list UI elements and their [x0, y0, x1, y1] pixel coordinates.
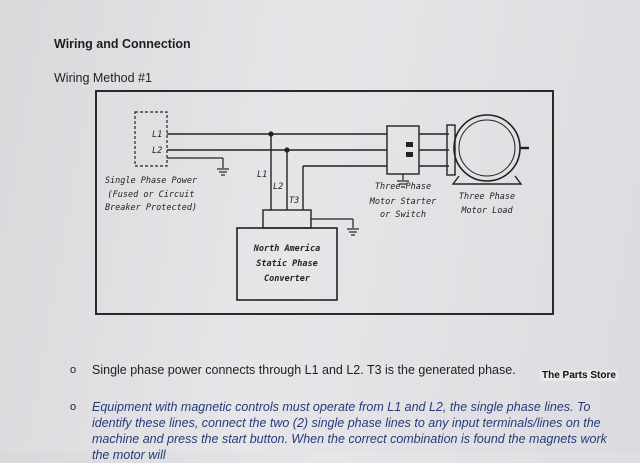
motor-label-line-1: Three Phase: [459, 192, 515, 202]
section-subheading: Wiring Method #1: [54, 71, 152, 85]
motor-terminal-box: [446, 124, 456, 176]
power-l2-label: L2: [152, 146, 162, 156]
bullet-marker: o: [70, 401, 77, 413]
converter-terminal-block: [262, 209, 312, 229]
bullet-text-1: Single phase power connects through L1 a…: [92, 363, 516, 377]
conv-t3-label: T3: [289, 196, 299, 206]
bullet-marker: o: [70, 364, 77, 376]
ground-symbol-starter: [397, 180, 409, 188]
starter-contact-2: [406, 152, 413, 157]
ground-symbol-converter: [347, 228, 359, 236]
wiring-diagram-svg: L1 L2 L1 L2 T3 Single Phase Power (Fused…: [105, 111, 529, 301]
motor-base: [451, 175, 523, 185]
starter-label-line-1: Three Phase: [375, 182, 431, 192]
bullet-text-2: Equipment with magnetic controls must op…: [92, 400, 607, 462]
conv-l2-label: L2: [273, 182, 283, 192]
converter-box: [236, 227, 338, 301]
power-l1-label: L1: [152, 130, 162, 140]
motor-starter-box: [386, 125, 420, 175]
power-label-line-2: (Fused or Circuit: [108, 190, 195, 200]
starter-contact-1: [406, 142, 413, 147]
motor-label-line-2: Motor Load: [460, 206, 513, 216]
starter-label-line-2: Motor Starter: [369, 197, 437, 207]
ground-symbol-power: [217, 168, 229, 176]
power-source-box: [134, 111, 168, 167]
power-label-line-3: Breaker Protected): [105, 203, 197, 213]
power-label-line-1: Single Phase Power: [105, 176, 198, 186]
starter-label-line-3: or Switch: [380, 210, 426, 220]
wiring-diagram: L1 L2 L1 L2 T3 Single Phase Power (Fused…: [95, 90, 554, 315]
section-heading: Wiring and Connection: [54, 37, 191, 51]
converter-label-line-2: Static Phase: [256, 258, 317, 269]
conv-l1-label: L1: [257, 170, 267, 180]
converter-label-line-3: Converter: [264, 274, 311, 284]
motor-body: [453, 114, 521, 182]
converter-label-line-1: North America: [253, 243, 321, 254]
watermark: The Parts Store: [540, 370, 618, 381]
